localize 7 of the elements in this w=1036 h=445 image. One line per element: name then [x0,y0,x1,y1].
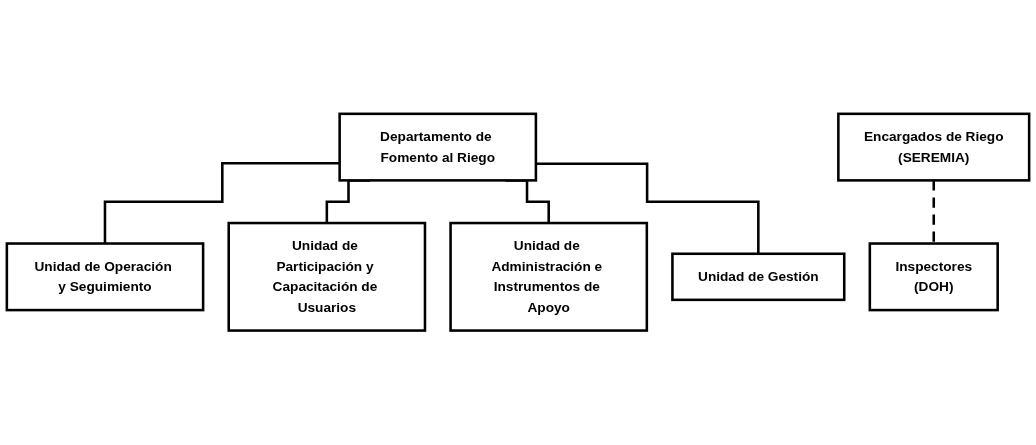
node-box: Inspectores (DOH) [868,242,999,312]
node-box: Unidad de Operación y Seguimiento [5,242,205,312]
node-box: Unidad de Gestión [671,252,846,302]
node-box: Unidad de Administración e Instrumentos de Apoyo [449,222,649,333]
node-box: Unidad de Participación y Capacitación de Usuarios [227,222,427,333]
node-box: Encargados de Riego (SEREMIA) [837,112,1031,182]
node-box: Departamento de Fomento al Riego [338,112,538,182]
